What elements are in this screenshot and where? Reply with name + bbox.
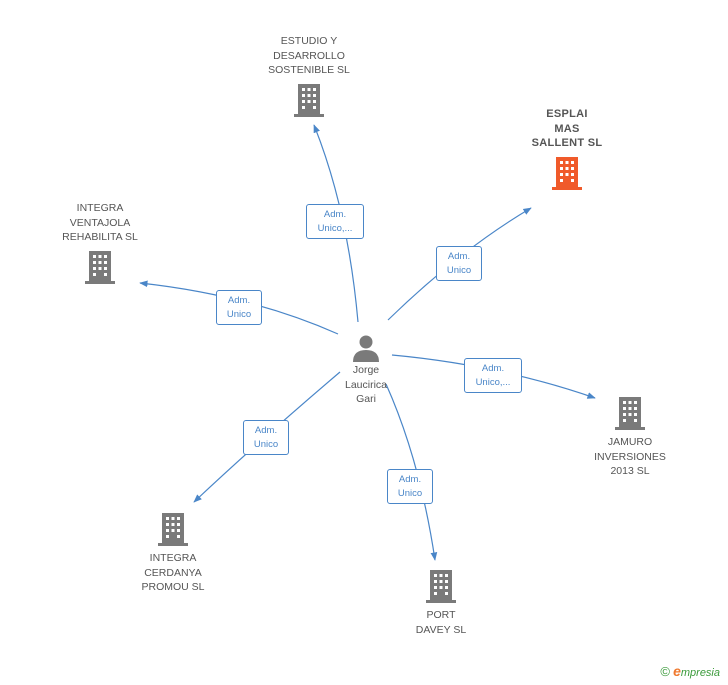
person-node[interactable]: Jorge Laucirica Gari [326,333,406,407]
company-name: ESPLAI MAS SALLENT SL [531,108,603,149]
company-node-integra-v[interactable]: INTEGRA VENTAJOLA REHABILITA SL [40,201,160,285]
building-icon [158,513,188,546]
building-icon [85,250,115,284]
company-node-jamuro[interactable]: JAMURO INVERSIONES 2013 SL [570,395,690,479]
company-node-port[interactable]: PORT DAVEY SL [381,568,501,637]
relation-badge-integra-c[interactable]: Adm. Unico [243,420,289,455]
company-name: PORT DAVEY SL [415,609,467,636]
company-name: ESTUDIO Y DESARROLLO SOSTENIBLE SL [268,35,350,76]
building-icon [426,570,456,603]
building-icon [615,397,645,430]
company-name: INTEGRA CERDANYA PROMOU SL [141,552,205,593]
relation-badge-port[interactable]: Adm. Unico [387,469,433,504]
relation-badge-esplai[interactable]: Adm. Unico [436,246,482,281]
company-name: INTEGRA VENTAJOLA REHABILITA SL [62,202,138,243]
company-node-esplai[interactable]: ESPLAI MAS SALLENT SL [507,107,627,191]
relation-badge-estudio[interactable]: Adm. Unico,... [306,204,364,239]
relation-badge-integra-v[interactable]: Adm. Unico [216,290,262,325]
copyright-icon: © [660,664,671,679]
edge-port [385,383,438,561]
company-node-estudio[interactable]: ESTUDIO Y DESARROLLO SOSTENIBLE SL [249,34,369,118]
brand-name: mpresia [680,667,720,679]
brand-logo-e: e [673,663,681,679]
person-icon [353,335,379,362]
company-name: JAMURO INVERSIONES 2013 SL [594,436,666,477]
relation-badge-jamuro[interactable]: Adm. Unico,... [464,358,522,393]
building-icon [294,83,324,117]
brand-footer: © empresia [660,663,720,679]
building-icon [552,156,582,190]
person-name: Jorge Laucirica Gari [344,364,388,405]
company-node-integra-c[interactable]: INTEGRA CERDANYA PROMOU SL [113,511,233,595]
